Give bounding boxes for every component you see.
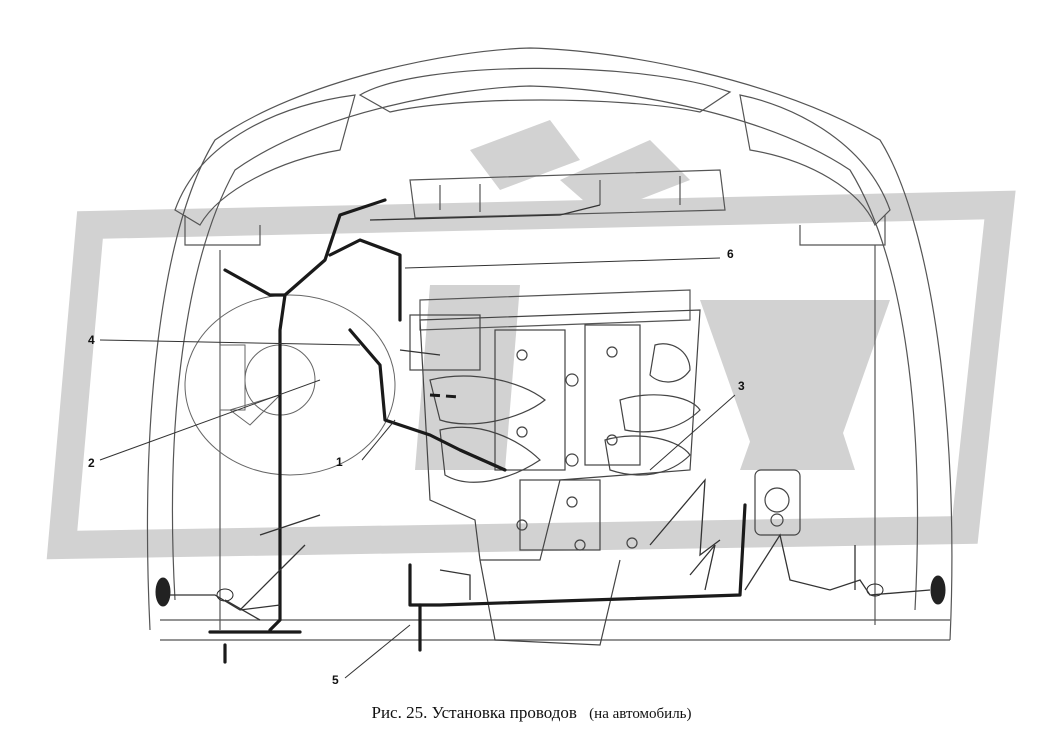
watermark-logo	[46, 120, 1016, 560]
dashed-harness	[429, 393, 506, 472]
callout-6: 6	[727, 247, 734, 261]
headlamp-connectors	[155, 575, 946, 607]
callout-4: 4	[88, 333, 95, 347]
car-body-outline	[146, 47, 953, 641]
thin-wires	[170, 204, 931, 621]
fan-zone	[184, 294, 396, 476]
figure-caption: Рис. 25. Установка проводов (на автомоби…	[0, 703, 1063, 723]
washer-reservoir	[754, 469, 801, 536]
callout-5: 5	[332, 673, 339, 687]
caption-note: (на автомобиль)	[589, 706, 692, 722]
engine-block	[409, 309, 701, 646]
caption-main: Рис. 25. Установка проводов	[371, 703, 577, 722]
callout-2: 2	[88, 456, 95, 470]
callout-3: 3	[738, 379, 745, 393]
callout-1: 1	[336, 455, 343, 469]
callout-leaders	[99, 257, 736, 679]
